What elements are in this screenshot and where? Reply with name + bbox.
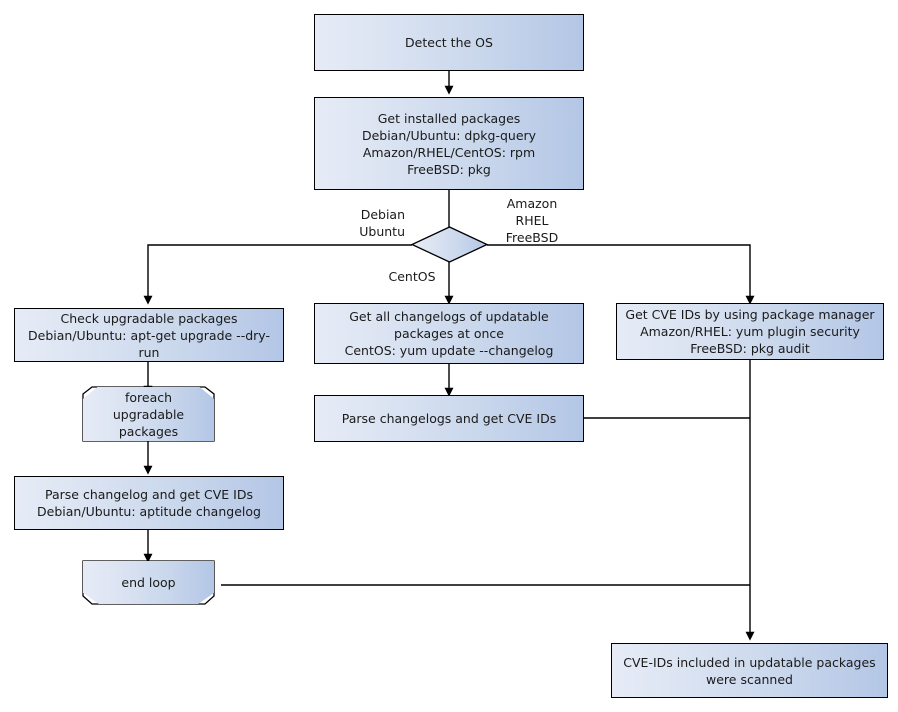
node-end-loop[interactable]: end loop xyxy=(83,561,214,604)
endloop-shape-outline xyxy=(82,560,215,605)
branch-label-debian-ubuntu: Debian Ubuntu xyxy=(359,207,405,239)
foreach-shape-outline xyxy=(82,386,215,442)
node-get-all-changelogs-label: Get all changelogs of updatable packages… xyxy=(344,309,554,358)
node-get-all-changelogs[interactable]: Get all changelogs of updatable packages… xyxy=(314,303,584,364)
node-get-installed-packages[interactable]: Get installed packages Debian/Ubuntu: dp… xyxy=(314,97,584,190)
branch-label-centos: CentOS xyxy=(388,269,436,284)
decision-diamond xyxy=(410,226,489,263)
node-parse-changelogs-centos-label: Parse changelogs and get CVE IDs xyxy=(341,411,557,426)
node-final-result[interactable]: CVE-IDs included in updatable packages w… xyxy=(611,643,888,698)
node-check-upgradable-packages-label: Check upgradable packages Debian/Ubuntu:… xyxy=(28,310,270,360)
node-parse-changelogs-centos[interactable]: Parse changelogs and get CVE IDs xyxy=(314,395,584,442)
node-parse-changelog-debian-label: Parse changelog and get CVE IDs Debian/U… xyxy=(37,487,261,519)
edge-decision-left xyxy=(143,244,412,305)
node-foreach-label: foreach upgradable packages xyxy=(112,389,185,439)
node-check-upgradable-packages[interactable]: Check upgradable packages Debian/Ubuntu:… xyxy=(14,308,284,362)
branch-label-amazon-rhel-freebsd: Amazon RHEL FreeBSD xyxy=(505,196,559,245)
node-final-result-label: CVE-IDs included in updatable packages w… xyxy=(623,654,876,687)
node-get-cve-package-manager-label: Get CVE IDs by using package manager Ama… xyxy=(625,307,875,356)
node-detect-os-label: Detect the OS xyxy=(405,35,493,50)
node-foreach-upgradable-packages[interactable]: foreach upgradable packages xyxy=(83,387,214,441)
node-parse-changelog-debian[interactable]: Parse changelog and get CVE IDs Debian/U… xyxy=(14,476,284,530)
node-end-loop-label: end loop xyxy=(121,575,176,590)
node-detect-os[interactable]: Detect the OS xyxy=(314,14,584,71)
edge-decision-right xyxy=(487,244,755,305)
node-get-cve-package-manager[interactable]: Get CVE IDs by using package manager Ama… xyxy=(616,303,884,360)
node-get-installed-packages-label: Get installed packages Debian/Ubuntu: dp… xyxy=(361,110,537,177)
